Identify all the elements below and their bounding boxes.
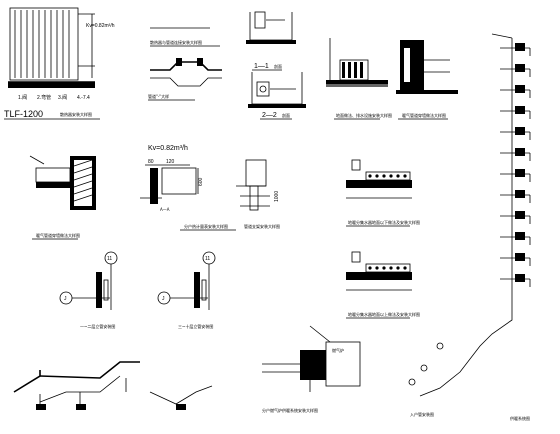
meter-caption: 分户热计量表安装大样图 <box>184 223 228 229</box>
floor-pipe-section <box>375 174 379 178</box>
floor-radiator <box>515 253 525 261</box>
riser-detail-2: 11 J 三~十层立管安装图 <box>157 251 216 329</box>
floor-pipe-section <box>382 174 386 178</box>
isometric-pipe-run <box>13 361 213 410</box>
floor-radiator <box>515 190 525 198</box>
meter-dim-120: 120 <box>166 159 175 165</box>
drain-bar <box>354 62 357 78</box>
riser-2-caption: 三~十层立管安装图 <box>178 323 213 329</box>
floor-radiator <box>515 274 525 282</box>
section-2-2: 2—2 剖面 <box>248 72 306 120</box>
section-2-sub: 剖面 <box>282 112 290 118</box>
floor-pipe-section <box>389 174 393 178</box>
drain-bar <box>360 62 363 78</box>
section-1-sub: 剖面 <box>274 63 282 69</box>
floor-radiator <box>515 232 525 240</box>
wall-hatch-line <box>73 166 93 174</box>
riser-1-axis-j: J <box>64 296 67 302</box>
section-2-label: 2—2 <box>262 112 277 119</box>
wall-hatch-line <box>73 159 93 167</box>
floor-pipe-section <box>368 266 372 270</box>
floor-pipe-section <box>389 266 393 270</box>
floor-pipe-section <box>403 266 407 270</box>
support-dim: 1000 <box>274 191 280 202</box>
radiator-elevation: Kv=0.82m³/h 1.阀 2.弯管 3.阀 4.-7.4 TLF-1200… <box>4 7 115 120</box>
floor-radiator <box>515 169 525 177</box>
riser-2-axis: 11 <box>205 256 210 262</box>
valve-connection-detail: 散热器与管道连接安装大样图 管道"-"大样 <box>148 27 222 101</box>
floor-pipe-section <box>396 174 400 178</box>
radiator-model-label: TLF-1200 <box>4 109 43 119</box>
wall-section-detail: 暖气管道穿墙做法大样图 <box>29 155 96 240</box>
riser-1-caption: 一~二层立管安装图 <box>80 323 115 329</box>
floor-radiator <box>515 127 525 135</box>
floor-pipe-section <box>396 266 400 270</box>
pipe-detail-label: 管道"-"大样 <box>148 93 169 99</box>
riser-1-axis: 11 <box>107 256 112 262</box>
section-1-1: 1—1 剖面 <box>246 11 296 71</box>
system-caption: 供暖系统图 <box>510 415 530 421</box>
valve-detail-title: 散热器与管道连接安装大样图 <box>150 39 202 45</box>
floor-radiator <box>515 211 525 219</box>
boiler-detail: 燃气炉 分户燃气炉供暖系统安装大样图 <box>262 325 361 413</box>
floor-pipe-section <box>368 174 372 178</box>
wall-detail-caption: 暖气管道穿墙做法大样图 <box>402 112 446 118</box>
section-1-label: 1—1 <box>254 63 269 70</box>
wall-penetration-detail: 暖气管道穿墙做法大样图 <box>396 40 458 120</box>
riser-detail-1: 11 J 一~二层立管安装图 <box>59 251 118 329</box>
drain-bar <box>342 62 345 78</box>
floor-pipe-detail-1: 地暖分集水器地面以下做法及安装大样图 <box>346 159 420 227</box>
wall-hatch-line <box>73 194 93 202</box>
radiator-caption: 散热器安装大样图 <box>60 111 92 117</box>
system-riser-diagram: 入户管安装图 供暖系统图 <box>408 33 531 421</box>
wall-hatch-line <box>73 180 93 188</box>
radiator-kv-label: Kv=0.82m³/h <box>86 23 115 29</box>
support-caption: 管道支架安装大样图 <box>244 223 280 229</box>
wall-section-caption: 暖气管道穿墙做法大样图 <box>36 232 80 238</box>
floor-drain-detail: 地面做法、排水设施安装大样图 <box>326 38 392 120</box>
meter-dim-600: 600 <box>198 177 204 186</box>
pipe-support-detail: 1000 管道支架安装大样图 <box>236 159 280 229</box>
system-small-caption: 入户管安装图 <box>410 411 434 417</box>
floor-pipe-section <box>403 174 407 178</box>
wall-hatch-line <box>73 173 93 181</box>
wall-hatch-line <box>73 187 93 195</box>
floor-pipe-1-caption: 地暖分集水器地面以下做法及安装大样图 <box>348 219 420 225</box>
floor-radiator <box>515 43 525 51</box>
boiler-caption: 分户燃气炉供暖系统安装大样图 <box>262 407 318 413</box>
drain-bar <box>348 62 351 78</box>
floor-radiator <box>515 64 525 72</box>
meter-box-detail: Kv=0.82m³/h 80 120 600 A—A 分户热计量表安装大样图 <box>140 145 236 231</box>
radiator-part-4: 4.-7.4 <box>77 95 90 101</box>
meter-kv-label: Kv=0.82m³/h <box>148 145 188 152</box>
floor-detail-caption: 地面做法、排水设施安装大样图 <box>336 112 392 118</box>
radiator-part-2: 2.弯管 <box>37 94 51 101</box>
meter-dim-80: 80 <box>148 159 154 165</box>
floor-radiator <box>515 85 525 93</box>
floor-pipe-section <box>375 266 379 270</box>
boiler-label: 燃气炉 <box>332 347 344 353</box>
radiator-part-1: 1.阀 <box>18 94 27 101</box>
riser-2-axis-j: J <box>162 296 165 302</box>
floor-hatch <box>8 82 95 88</box>
floor-pipe-2-caption: 地暖分集水器地面以上做法及安装大样图 <box>348 311 420 317</box>
meter-axis-label: A—A <box>160 207 170 212</box>
floor-radiator <box>515 106 525 114</box>
radiator-part-3: 3.阀 <box>58 94 67 101</box>
floor-pipe-section <box>382 266 386 270</box>
floor-pipe-detail-2: 地暖分集水器地面以上做法及安装大样图 <box>346 251 420 319</box>
floor-radiator <box>515 148 525 156</box>
